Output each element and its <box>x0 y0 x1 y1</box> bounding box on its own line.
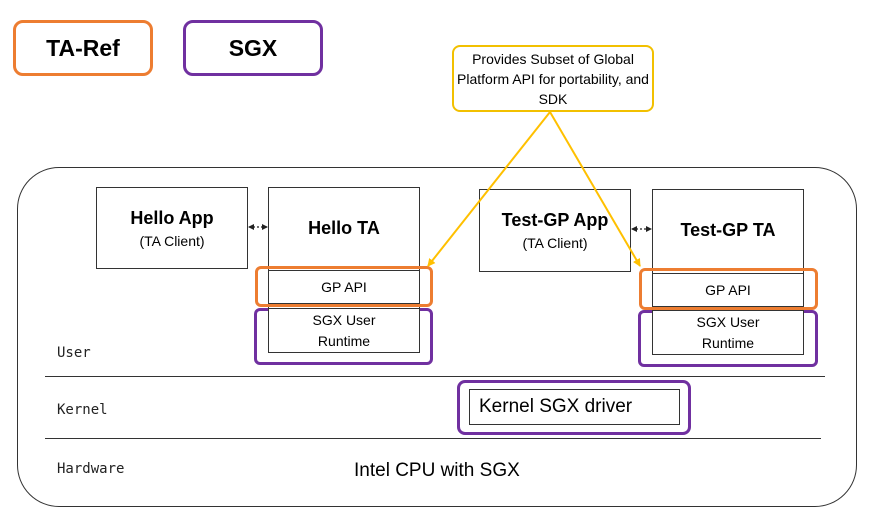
test-gp-app-title: Test-GP App <box>501 210 609 230</box>
user-kernel-divider <box>45 376 825 377</box>
hello-ta-title: Hello TA <box>308 218 380 238</box>
callout-text: Provides Subset of Global Platform API f… <box>457 50 649 107</box>
test-gp-ta-sgx-runtime-label: SGX User Runtime <box>696 313 760 351</box>
hello-ta-sgx-runtime: SGX User Runtime <box>268 308 420 353</box>
layer-label-hardware: Hardware <box>57 461 125 477</box>
callout-arrow-test-gp-ta <box>549 111 641 267</box>
hello-ta-gp-api-highlight <box>255 266 433 307</box>
test-gp-ta-title: Test-GP TA <box>680 220 776 240</box>
legend-sgx: SGX <box>183 20 323 76</box>
layer-label-kernel: Kernel <box>57 402 108 418</box>
kernel-driver-box: Kernel SGX driver <box>469 389 680 425</box>
hello-app-title: Hello App <box>130 207 214 228</box>
layer-label-user: User <box>57 345 91 361</box>
hello-app-subtitle: (TA Client) <box>139 232 205 249</box>
callout-box: Provides Subset of Global Platform API f… <box>452 45 654 112</box>
test-gp-app-box: Test-GP App (TA Client) <box>479 189 631 272</box>
hello-ta-sgx-runtime-label: SGX User Runtime <box>312 311 376 349</box>
legend-taref: TA-Ref <box>13 20 153 76</box>
test-gp-ta-gp-api-label: GP API <box>705 281 751 298</box>
kernel-hardware-divider <box>45 438 821 439</box>
hello-ta-gp-api-label: GP API <box>321 278 367 295</box>
test-gp-ta-sgx-runtime: SGX User Runtime <box>652 310 804 355</box>
test-gp-ta-gp-api-highlight <box>639 268 818 310</box>
test-gp-app-subtitle: (TA Client) <box>522 235 588 251</box>
hello-ta-gp-api: GP API <box>268 270 420 304</box>
callout-arrow-hello-ta <box>427 111 551 267</box>
test-gp-ta-gp-api: GP API <box>652 273 804 307</box>
hello-app-box: Hello App (TA Client) <box>96 187 248 269</box>
kernel-driver-highlight <box>457 380 691 435</box>
kernel-driver-label: Kernel SGX driver <box>479 396 633 417</box>
hardware-cpu-label: Intel CPU with SGX <box>354 460 520 481</box>
system-frame <box>17 167 857 507</box>
